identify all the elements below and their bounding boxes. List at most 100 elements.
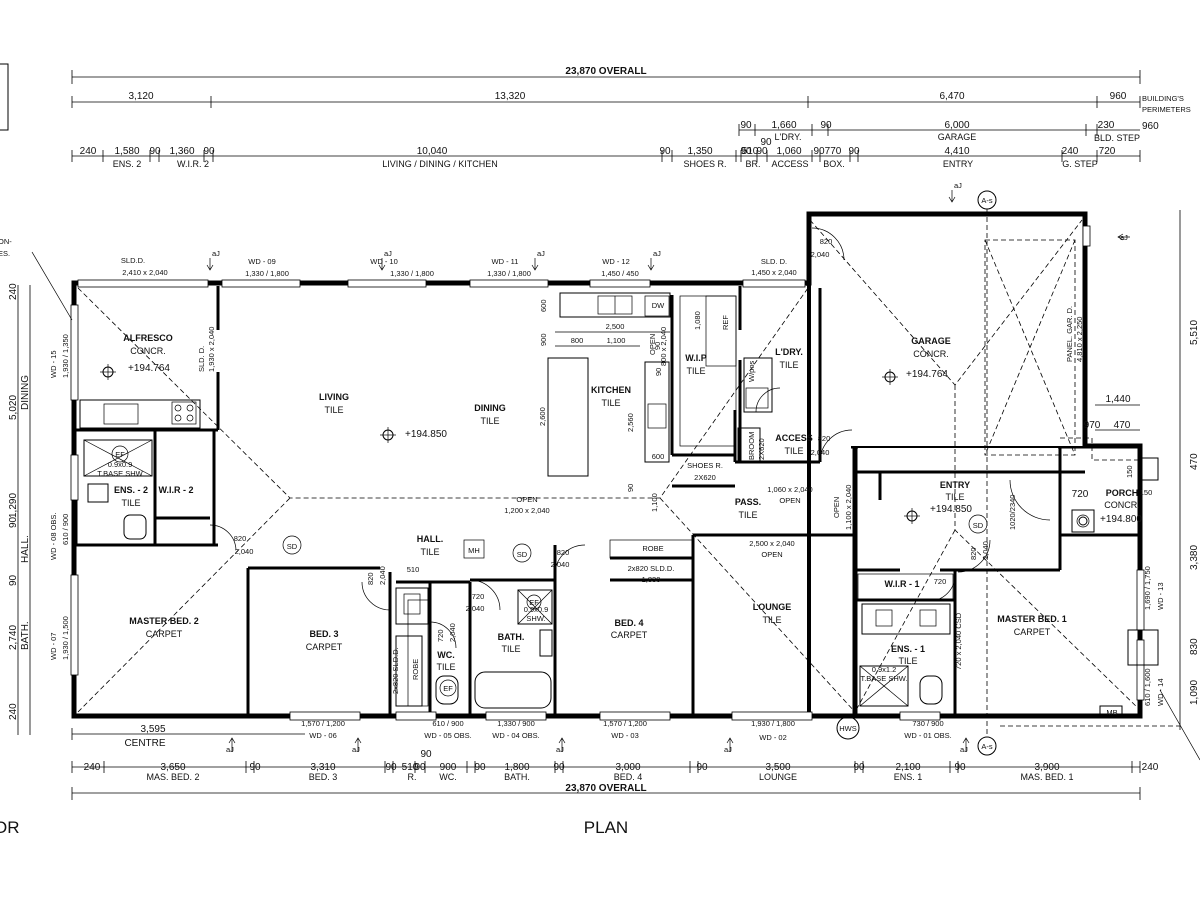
door-820-a: 820 xyxy=(234,534,247,543)
dim-row3-2: 90 xyxy=(149,146,161,157)
alfresco-finish: CONCR. xyxy=(130,346,166,356)
label-row3-0: ENS. 2 xyxy=(113,159,142,169)
wd14-id: WD - 14 xyxy=(1156,678,1165,706)
building-perimeters-1: BUILDING'S xyxy=(1142,94,1184,103)
label-row3-6: BOX. xyxy=(823,159,845,169)
dim-row1-1: 13,320 xyxy=(495,91,526,102)
exhaust-fan-icon xyxy=(439,679,457,697)
kitchen-dim-11: 1,100 xyxy=(650,493,659,512)
dim-row2-4: 230 xyxy=(1098,120,1115,131)
door-2040-access: 2,040 xyxy=(811,448,830,457)
window-04-size: 1,330 / 900 xyxy=(497,719,535,728)
shower2-type: T.BASE SHW xyxy=(97,469,143,478)
bottom-dim-15: 2,100 xyxy=(895,762,920,773)
lounge-open-size: 2,500 x 2,040 xyxy=(749,539,794,548)
dim-row3-6: 90 xyxy=(659,146,671,157)
left-dim-1: 5,020 xyxy=(8,395,19,420)
centre-dimension: 3,595 xyxy=(140,724,165,735)
access-finish: TILE xyxy=(784,446,803,456)
exhaust-fan-label-1: EF xyxy=(115,450,125,459)
centre-label: CENTRE xyxy=(124,738,165,749)
kitchen-open-size: 800 x 2,040 xyxy=(659,327,668,366)
hot-water-label: HWS xyxy=(839,724,857,733)
dim-row3-15: 4,410 xyxy=(944,146,969,157)
bottom-dim-90-top: 90 xyxy=(420,749,432,760)
elevation-arrow-label-2: aJ xyxy=(537,249,545,258)
left-dim-2: DINING xyxy=(20,375,31,410)
robe-dim-width: 1,830 xyxy=(642,575,661,584)
bed3-finish: CARPET xyxy=(306,642,343,652)
master2-title: MASTER BED. 2 xyxy=(129,616,199,626)
door-2040-garage: 2,040 xyxy=(811,250,830,259)
overall-bottom-dimension: 23,870 OVERALL xyxy=(565,783,646,794)
bottom-dim-18: 240 xyxy=(1142,762,1159,773)
label-row2-ldry: L'DRY. xyxy=(775,132,802,142)
porch-dim-4: 150 xyxy=(1140,488,1153,497)
window-06-id: WD - 06 xyxy=(309,731,337,740)
window-12-size: 1,450 / 450 xyxy=(601,269,639,278)
hall-open-label: OPEN xyxy=(516,495,537,504)
window-12-id: WD - 12 xyxy=(602,257,630,266)
entry-finish: TILE xyxy=(945,492,964,502)
dim-row3-1: 1,580 xyxy=(114,146,139,157)
alfresco-level: +194.764 xyxy=(128,363,170,374)
exhaust-fan-label-3: EF xyxy=(443,684,453,693)
kitchen-open-label: OPEN xyxy=(648,334,657,355)
left-edge-note-2: ES. xyxy=(0,249,10,258)
bottom-dim-12: 90 xyxy=(696,762,708,773)
entry-level: +194.850 xyxy=(930,504,972,515)
exhaust-fan-label-2: EF xyxy=(529,598,539,607)
sld-side-size: 1,930 x 2,040 xyxy=(207,327,216,372)
master1-finish: CARPET xyxy=(1014,627,1051,637)
garage-finish: CONCR. xyxy=(913,349,949,359)
porch-dim-150: 150 xyxy=(1125,465,1134,478)
door-2040-bed4: 2,040 xyxy=(551,560,570,569)
bottom-label-1: BED. 3 xyxy=(309,772,338,782)
porch-dim-3: 720 xyxy=(1072,489,1089,500)
dim-row1-3: 960 xyxy=(1110,91,1127,102)
porch-dim-1: 970 xyxy=(1084,420,1101,431)
elevation-arrow-label-8: aJ xyxy=(556,745,564,754)
left-dim-3: 90 xyxy=(8,516,19,528)
window-02-id: WD - 02 xyxy=(759,733,787,742)
dim-row3-3: 1,360 xyxy=(169,146,194,157)
kitchen-dim-0: 2,500 xyxy=(606,322,625,331)
label-row3-7: ENTRY xyxy=(943,159,973,169)
section-label-top: A-s xyxy=(981,196,993,205)
bottom-dim-16: 90 xyxy=(954,762,966,773)
bottom-dim-17: 3,900 xyxy=(1034,762,1059,773)
pass-title: PASS. xyxy=(735,497,761,507)
robe-label: ROBE xyxy=(642,544,663,553)
dim-row3-10: 90 xyxy=(756,146,768,157)
door-720-wir1: 720 xyxy=(934,577,947,586)
dim-row3-14: 90 xyxy=(848,146,860,157)
window-03-size: 1,570 / 1,200 xyxy=(603,719,647,728)
right-dim-3: 1,090 xyxy=(1189,680,1200,705)
label-row3-3: SHOES R. xyxy=(683,159,726,169)
window-05-size: 610 / 900 xyxy=(432,719,463,728)
left-edge-note-1: ON- xyxy=(0,237,12,246)
left-dim-8: BATH. xyxy=(20,621,31,650)
window-10-id: WD - 10 xyxy=(370,257,398,266)
door-swings xyxy=(209,227,1051,649)
hall-open-size: 1,200 x 2,040 xyxy=(504,506,549,515)
label-row2-garage: GARAGE xyxy=(938,132,977,142)
door-820-bed4: 820 xyxy=(557,548,570,557)
wd08-id: WD - 08 OBS. xyxy=(49,512,58,560)
window-04-id: WD - 04 OBS. xyxy=(492,731,540,740)
lounge-title: LOUNGE xyxy=(753,602,792,612)
living-title: LIVING xyxy=(319,392,349,402)
robe-v-dim: 2x820 SLD.D. xyxy=(391,647,400,694)
adjacent-drawing-title: OR xyxy=(0,818,20,837)
kitchen-dim-7: 2,600 xyxy=(538,407,547,426)
top-windows xyxy=(77,225,1091,288)
label-row3-5: ACCESS xyxy=(771,159,808,169)
right-dimensions: 5,510 3,380 830 1,090 470 xyxy=(1159,210,1200,761)
fixtures xyxy=(79,292,1159,719)
bath-shower-type: SHW. xyxy=(526,614,545,623)
garage-level: +194.764 xyxy=(906,369,948,380)
smoke-detector-icon xyxy=(282,535,302,555)
bottom-windows xyxy=(70,304,1145,721)
kitchen-dim-8: 2,560 xyxy=(626,413,635,432)
